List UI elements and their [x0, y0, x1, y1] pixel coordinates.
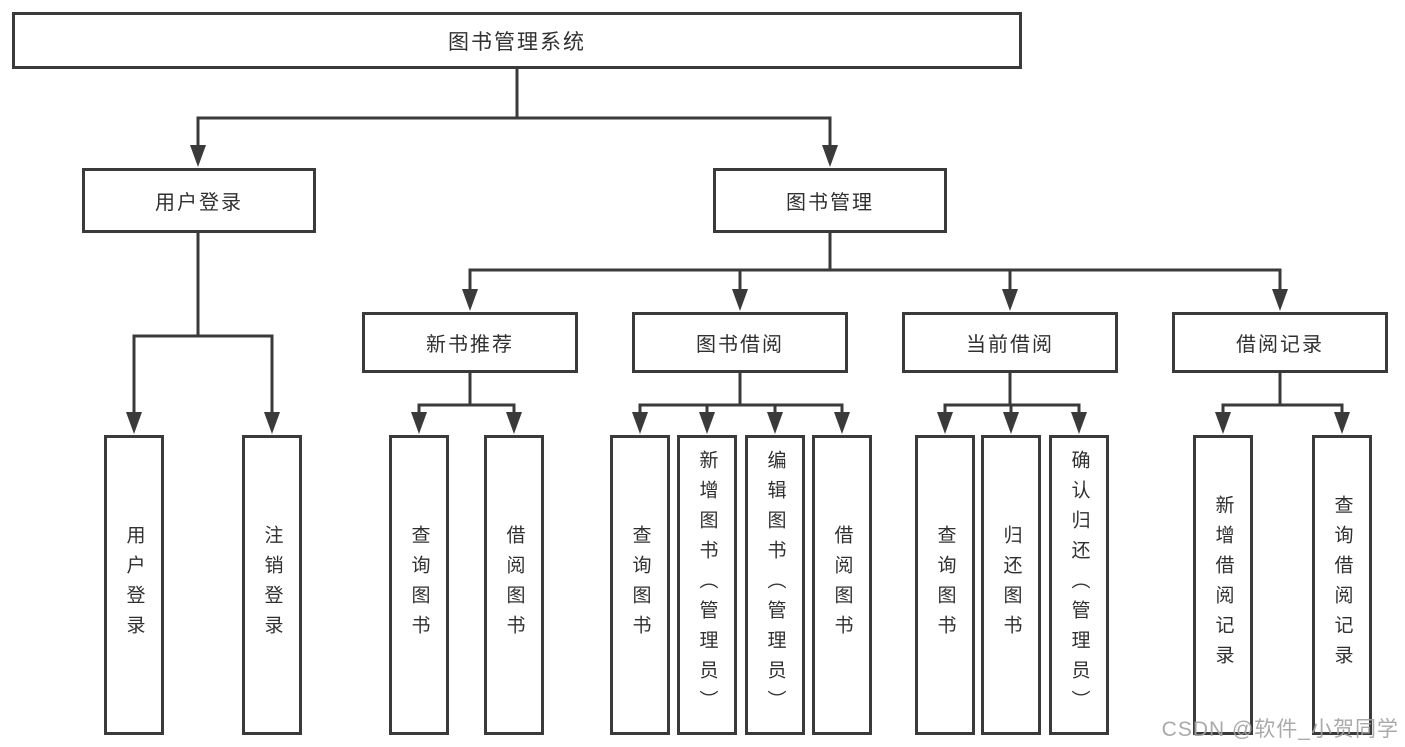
- leaf-query-books-current: 查询图书: [915, 435, 975, 735]
- connector-lines: [132, 69, 1344, 416]
- node-book-management: 图书管理: [713, 168, 947, 233]
- node-book-borrowing: 图书借阅: [632, 312, 848, 373]
- leaf-user-login: 用户登录: [104, 435, 164, 735]
- leaf-edit-books-admin: 编辑图书（管理员）: [745, 435, 805, 735]
- leaf-add-books-admin: 新增图书（管理员）: [677, 435, 737, 735]
- watermark: CSDN @软件_小贺同学: [1161, 718, 1399, 741]
- leaf-borrow-books: 借阅图书: [812, 435, 872, 735]
- connector-arrowheads: [126, 145, 1350, 434]
- node-borrowing-records: 借阅记录: [1172, 312, 1388, 373]
- leaf-add-borrow-record: 新增借阅记录: [1193, 435, 1253, 735]
- node-new-book-recommendation: 新书推荐: [362, 312, 578, 373]
- leaf-query-books-recommend: 查询图书: [389, 435, 449, 735]
- leaf-borrow-books-recommend: 借阅图书: [484, 435, 544, 735]
- node-user-login: 用户登录: [82, 168, 316, 233]
- leaf-confirm-return-admin: 确认归还（管理员）: [1049, 435, 1109, 735]
- leaf-query-borrow-record: 查询借阅记录: [1312, 435, 1372, 735]
- leaf-logout: 注销登录: [242, 435, 302, 735]
- node-library-management-system: 图书管理系统: [12, 12, 1022, 69]
- leaf-query-books-borrow: 查询图书: [610, 435, 670, 735]
- leaf-return-books: 归还图书: [981, 435, 1041, 735]
- node-current-borrowing: 当前借阅: [902, 312, 1118, 373]
